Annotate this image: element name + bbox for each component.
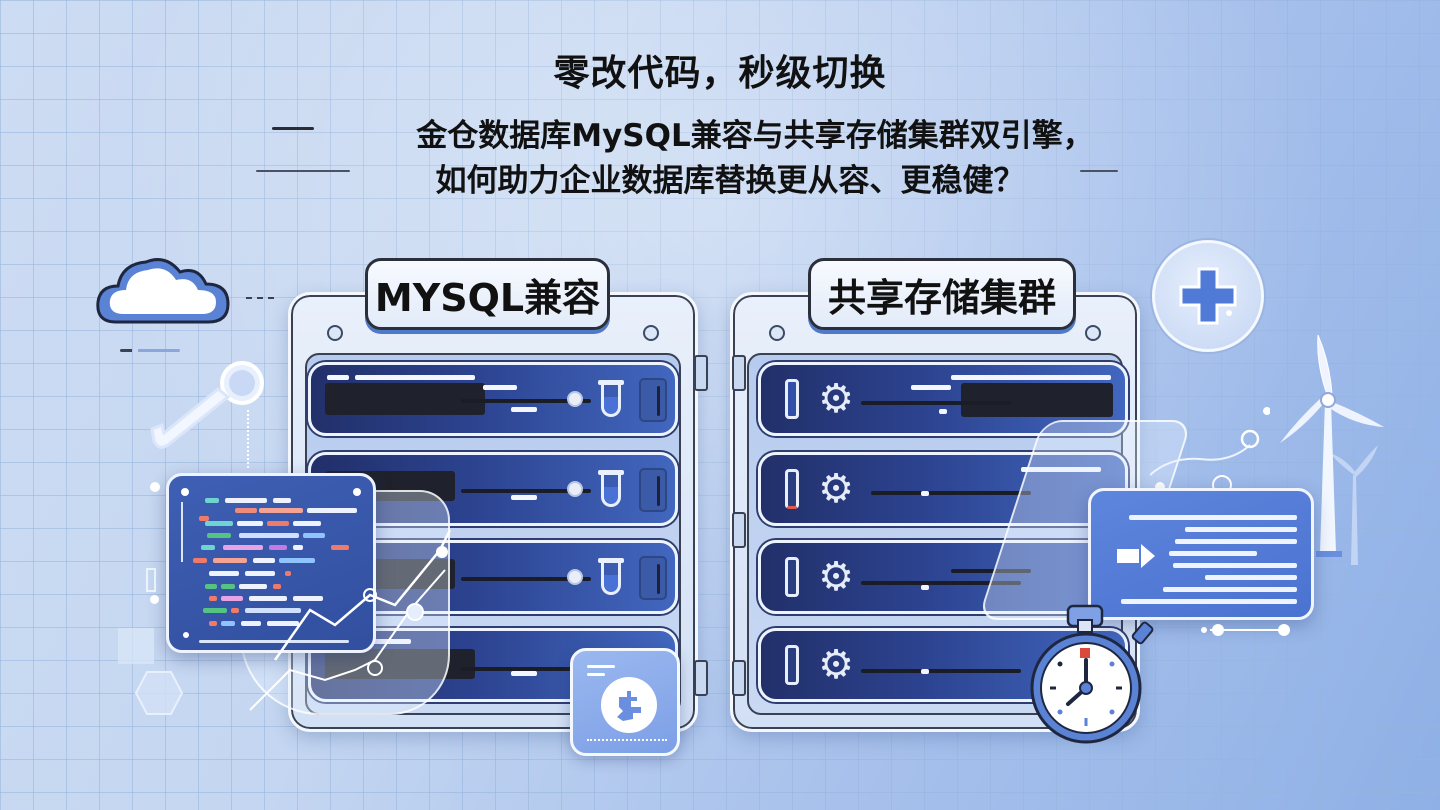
rail-clip	[732, 512, 746, 548]
slot-handle	[639, 468, 667, 512]
dot-decoration	[150, 482, 160, 492]
page-title: 零改代码，秒级切换	[553, 53, 887, 94]
code-editor-window	[166, 473, 376, 653]
gear-icon: ⚙	[818, 376, 854, 422]
drive-indicator	[785, 379, 799, 419]
database-badge-icon	[570, 648, 680, 756]
screw	[1085, 325, 1101, 341]
screw	[643, 325, 659, 341]
subtitle-line-1: 金仓数据库MySQL兼容与共享存储集群双引擎，	[416, 118, 1094, 154]
status-led	[567, 569, 583, 585]
square-decoration	[146, 568, 156, 592]
test-tube-icon	[598, 558, 624, 595]
rail-clip	[732, 355, 746, 391]
rail-clip	[694, 355, 708, 391]
drive-indicator	[785, 645, 799, 685]
message-card	[1088, 488, 1314, 620]
drive-indicator	[785, 469, 799, 509]
connector-dots	[1201, 624, 1290, 636]
test-tube-icon	[598, 470, 624, 507]
title-dash-left	[272, 127, 314, 130]
status-led	[567, 391, 583, 407]
test-tube-icon	[598, 380, 624, 417]
square-decoration	[118, 628, 154, 664]
status-led	[567, 481, 583, 497]
title-dash-right-2	[1080, 170, 1118, 172]
gear-icon: ⚙	[818, 642, 854, 688]
cloud-connector	[246, 297, 274, 299]
screw	[327, 325, 343, 341]
server-slot	[308, 362, 678, 436]
server-slot	[308, 452, 678, 526]
shared-storage-label: 共享存储集群	[808, 258, 1076, 330]
wrench-icon	[150, 361, 264, 449]
wind-turbine-icon	[1280, 335, 1384, 565]
screw	[769, 325, 785, 341]
hexagon-icon	[134, 671, 184, 715]
dot-decoration	[150, 595, 159, 604]
rail-clip	[732, 660, 746, 696]
rail-clip	[694, 660, 708, 696]
drive-indicator	[785, 557, 799, 597]
gear-icon: ⚙	[818, 466, 854, 512]
slot-handle	[639, 378, 667, 422]
dots-decoration	[120, 349, 180, 352]
arrow-right-icon	[1117, 549, 1139, 563]
server-slot: ⚙	[758, 540, 1128, 614]
slot-handle	[639, 556, 667, 600]
stopwatch-icon	[1030, 604, 1154, 744]
growth-chart-line	[249, 529, 452, 711]
plus-icon	[1152, 240, 1264, 352]
mysql-compat-label: MYSQL兼容	[365, 258, 610, 330]
server-slot: ⚙	[758, 362, 1128, 436]
cloud-icon	[96, 258, 230, 324]
gear-icon: ⚙	[818, 554, 854, 600]
wrench-dotted-line	[247, 410, 249, 468]
subtitle-line-2: 如何助力企业数据库替换更从容、更稳健？	[435, 163, 1025, 199]
title-dash-left-2	[256, 170, 350, 172]
